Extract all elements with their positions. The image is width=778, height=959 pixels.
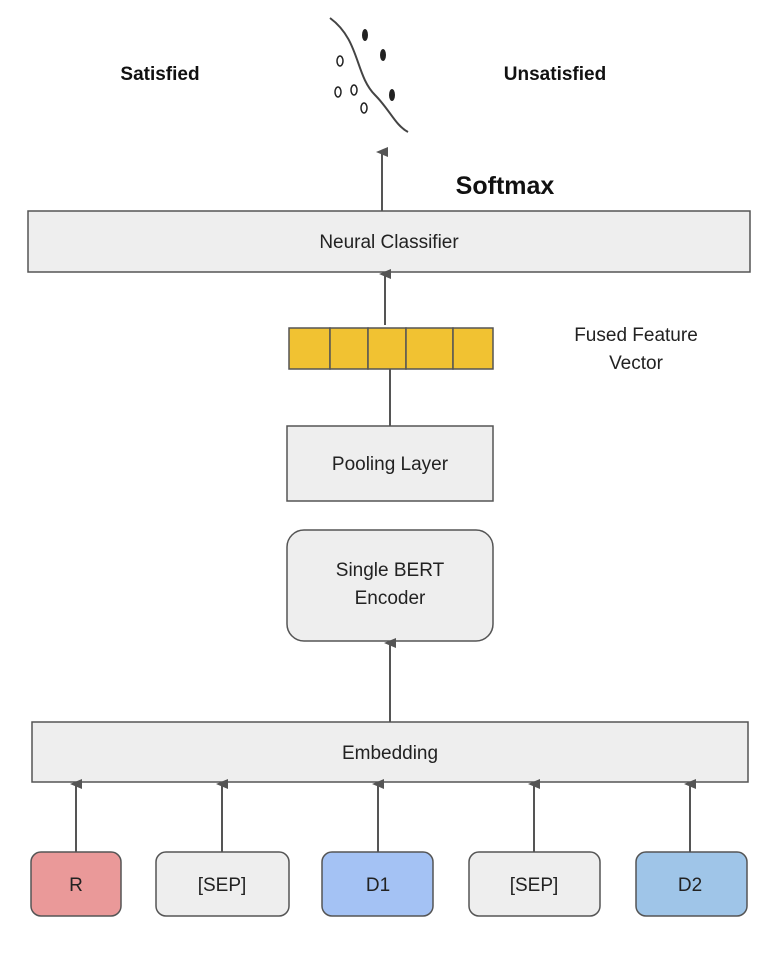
feature-cell <box>452 327 494 370</box>
token-sep-2-label: [SEP] <box>510 875 559 896</box>
embedding-box: Embedding <box>31 721 749 783</box>
feature-cell <box>367 327 407 370</box>
token-d1-box <box>321 851 434 917</box>
feature-cell <box>288 327 331 370</box>
token-d1-label: D1 <box>366 875 390 896</box>
embedding-label: Embedding <box>342 743 438 764</box>
token-sep-1-label: [SEP] <box>198 875 247 896</box>
pooling-layer-box: Pooling Layer <box>286 425 494 502</box>
neural-classifier-label: Neural Classifier <box>319 232 459 253</box>
token-d2: D2 <box>635 851 748 917</box>
satisfied-label: Satisfied <box>120 64 199 85</box>
token-d2-label: D2 <box>678 875 702 896</box>
feature-cell <box>329 327 369 370</box>
token-r-box <box>30 851 122 917</box>
token-d2-box <box>635 851 748 917</box>
bert-encoder-box: Single BERT Encoder <box>286 529 494 642</box>
softmax-label: Softmax <box>456 172 555 200</box>
token-sep-2-box <box>468 851 601 917</box>
fused-feature-vector-label-line1: Fused Feature <box>574 325 698 346</box>
feature-cell <box>405 327 454 370</box>
token-sep-1: [SEP] <box>155 851 290 917</box>
token-r-label: R <box>69 875 83 896</box>
fused-feature-vector-label-line2: Vector <box>609 353 664 374</box>
bert-encoder-label-line1: Single BERT <box>336 560 445 581</box>
token-d1: D1 <box>321 851 434 917</box>
bert-encoder-label-line2: Encoder <box>355 588 426 609</box>
pooling-layer-label: Pooling Layer <box>332 454 449 475</box>
token-sep-2: [SEP] <box>468 851 601 917</box>
unsatisfied-label: Unsatisfied <box>504 64 606 85</box>
neural-classifier-box: Neural Classifier <box>27 210 751 273</box>
fused-feature-vector <box>288 327 494 370</box>
decision-boundary-icon <box>329 17 409 133</box>
token-sep-1-box <box>155 851 290 917</box>
token-r: R <box>30 851 122 917</box>
